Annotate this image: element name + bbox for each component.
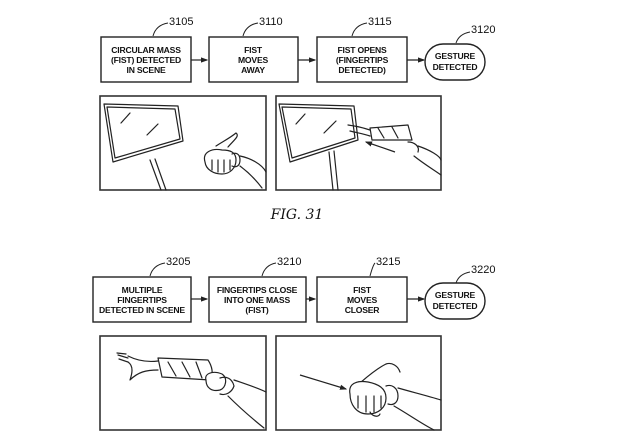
flow-step-3110: 3110 FIST MOVES AWAY [208, 16, 299, 83]
process-box [316, 276, 408, 323]
step-label-line: DETECTED) [338, 65, 386, 75]
open-hand-illustration [116, 352, 267, 429]
step-label-line: DETECTED [433, 62, 478, 72]
fist-illustration [203, 132, 267, 189]
open-hand-illustration [347, 124, 442, 176]
display-monitor-illustration [278, 103, 359, 191]
step-label-line: FIST [353, 285, 372, 295]
process-box [92, 276, 192, 323]
ref-number: 3215 [376, 256, 400, 268]
process-box [208, 276, 307, 323]
ref-number: 3220 [471, 264, 495, 276]
step-label-line: GESTURE [435, 51, 476, 61]
leader-line [351, 22, 368, 37]
leader-line [455, 271, 471, 284]
ref-number: 3205 [166, 256, 190, 268]
flow-step-3215: 3215 FIST MOVES CLOSER [316, 256, 408, 323]
step-label-line: DETECTED IN SCENE [99, 305, 185, 315]
flow-step-3105: 3105 CIRCULAR MASS (FIST) DETECTED IN SC… [100, 16, 193, 83]
figure-32: 3205 MULTIPLE FINGERTIPS DETECTED IN SCE… [92, 256, 495, 431]
step-label-line: FINGERTIPS [117, 295, 167, 305]
leader-line [149, 262, 166, 277]
leader-line [242, 22, 259, 37]
flow-step-3210: 3210 FINGERTIPS CLOSE INTO ONE MASS (FIS… [208, 256, 307, 323]
step-label-line: AWAY [241, 65, 265, 75]
process-box [316, 36, 408, 83]
figure-31: 3105 CIRCULAR MASS (FIST) DETECTED IN SC… [99, 16, 495, 223]
leader-line [261, 262, 277, 277]
flow-step-3120: 3120 GESTURE DETECTED [424, 24, 495, 81]
step-label-line: (FIST) DETECTED [111, 55, 181, 65]
panel-fist-near-display [99, 95, 267, 191]
step-label-line: (FIST) [245, 305, 268, 315]
step-label-line: MOVES [347, 295, 378, 305]
step-label-line: IN SCENE [127, 65, 166, 75]
process-box [100, 36, 192, 83]
motion-arrow [364, 141, 396, 153]
leader-line [369, 262, 376, 277]
step-label-line: MOVES [238, 55, 269, 65]
panel-fist-moves-closer [275, 335, 442, 431]
fist-illustration [349, 362, 442, 431]
leader-line [455, 31, 471, 44]
step-label-line: CLOSER [345, 305, 381, 315]
step-label-line: FINGERTIPS CLOSE [217, 285, 298, 295]
flow-step-3205: 3205 MULTIPLE FINGERTIPS DETECTED IN SCE… [92, 256, 192, 323]
step-label-line: DETECTED [433, 301, 478, 311]
figure-caption: FIG. 31 [270, 207, 324, 223]
step-label-line: FIST [244, 45, 263, 55]
step-label-line: INTO ONE MASS [224, 295, 290, 305]
process-box [208, 36, 299, 83]
flow-step-3115: 3115 FIST OPENS (FINGERTIPS DETECTED) [316, 16, 408, 83]
terminal-oval [424, 43, 486, 81]
panel-hand-opens-toward-display [275, 95, 442, 191]
step-label-line: MULTIPLE [122, 285, 163, 295]
step-label-line: FIST OPENS [337, 45, 387, 55]
leader-line [152, 22, 169, 37]
motion-arrow [299, 374, 348, 390]
ref-number: 3120 [471, 24, 495, 36]
panel-open-hand-extended [99, 335, 267, 431]
ref-number: 3210 [277, 256, 301, 268]
ref-number: 3110 [259, 16, 283, 28]
step-label-line: CIRCULAR MASS [111, 45, 181, 55]
flow-step-3220: 3220 GESTURE DETECTED [424, 264, 495, 320]
step-label-line: (FINGERTIPS [336, 55, 389, 65]
ref-number: 3115 [368, 16, 392, 28]
display-monitor-illustration [103, 103, 184, 191]
ref-number: 3105 [169, 16, 193, 28]
terminal-oval [424, 282, 486, 320]
step-label-line: GESTURE [435, 290, 476, 300]
